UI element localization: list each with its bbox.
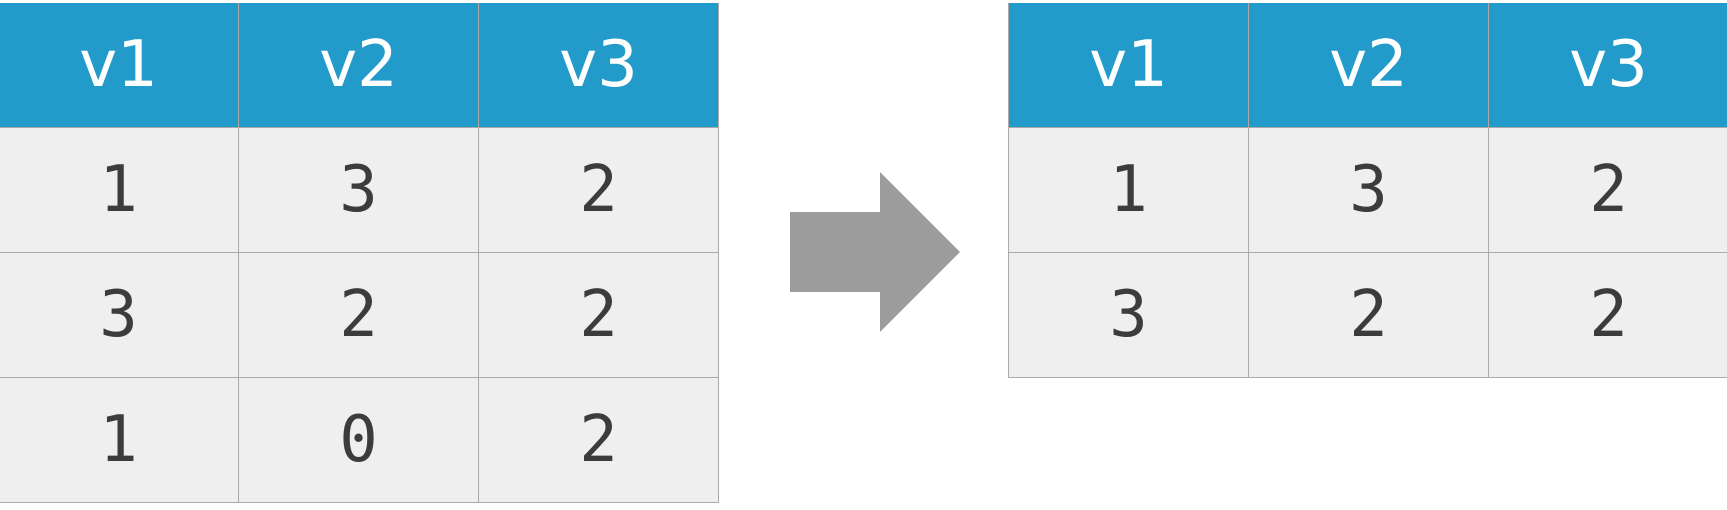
source-cell-r2-v1: 3: [0, 253, 238, 377]
source-cell-r3-v3: 2: [479, 378, 718, 502]
source-header-v1: v1: [0, 3, 238, 127]
result-cell-r2-v1: 3: [1009, 253, 1248, 377]
source-header-v2: v2: [239, 3, 478, 127]
result-cell-r2-v3: 2: [1489, 253, 1727, 377]
result-header-v2: v2: [1249, 3, 1488, 127]
result-header-v3: v3: [1489, 3, 1727, 127]
result-table: v1 v2 v3 1 3 2 3 2 2: [1008, 3, 1727, 378]
result-cell-r1-v1: 1: [1009, 128, 1248, 252]
result-cell-r2-v2: 2: [1249, 253, 1488, 377]
source-header-v3: v3: [479, 3, 718, 127]
result-header-v1: v1: [1009, 3, 1248, 127]
source-table: v1 v2 v3 1 3 2 3 2 2 1 0 2: [0, 3, 719, 503]
source-cell-r1-v3: 2: [479, 128, 718, 252]
source-cell-r1-v1: 1: [0, 128, 238, 252]
source-cell-r2-v2: 2: [239, 253, 478, 377]
source-cell-r1-v2: 3: [239, 128, 478, 252]
source-cell-r3-v1: 1: [0, 378, 238, 502]
source-cell-r2-v3: 2: [479, 253, 718, 377]
result-cell-r1-v3: 2: [1489, 128, 1727, 252]
arrow-shape: [790, 172, 960, 332]
source-cell-r3-v2: 0: [239, 378, 478, 502]
result-cell-r1-v2: 3: [1249, 128, 1488, 252]
right-arrow-icon: [790, 172, 960, 332]
